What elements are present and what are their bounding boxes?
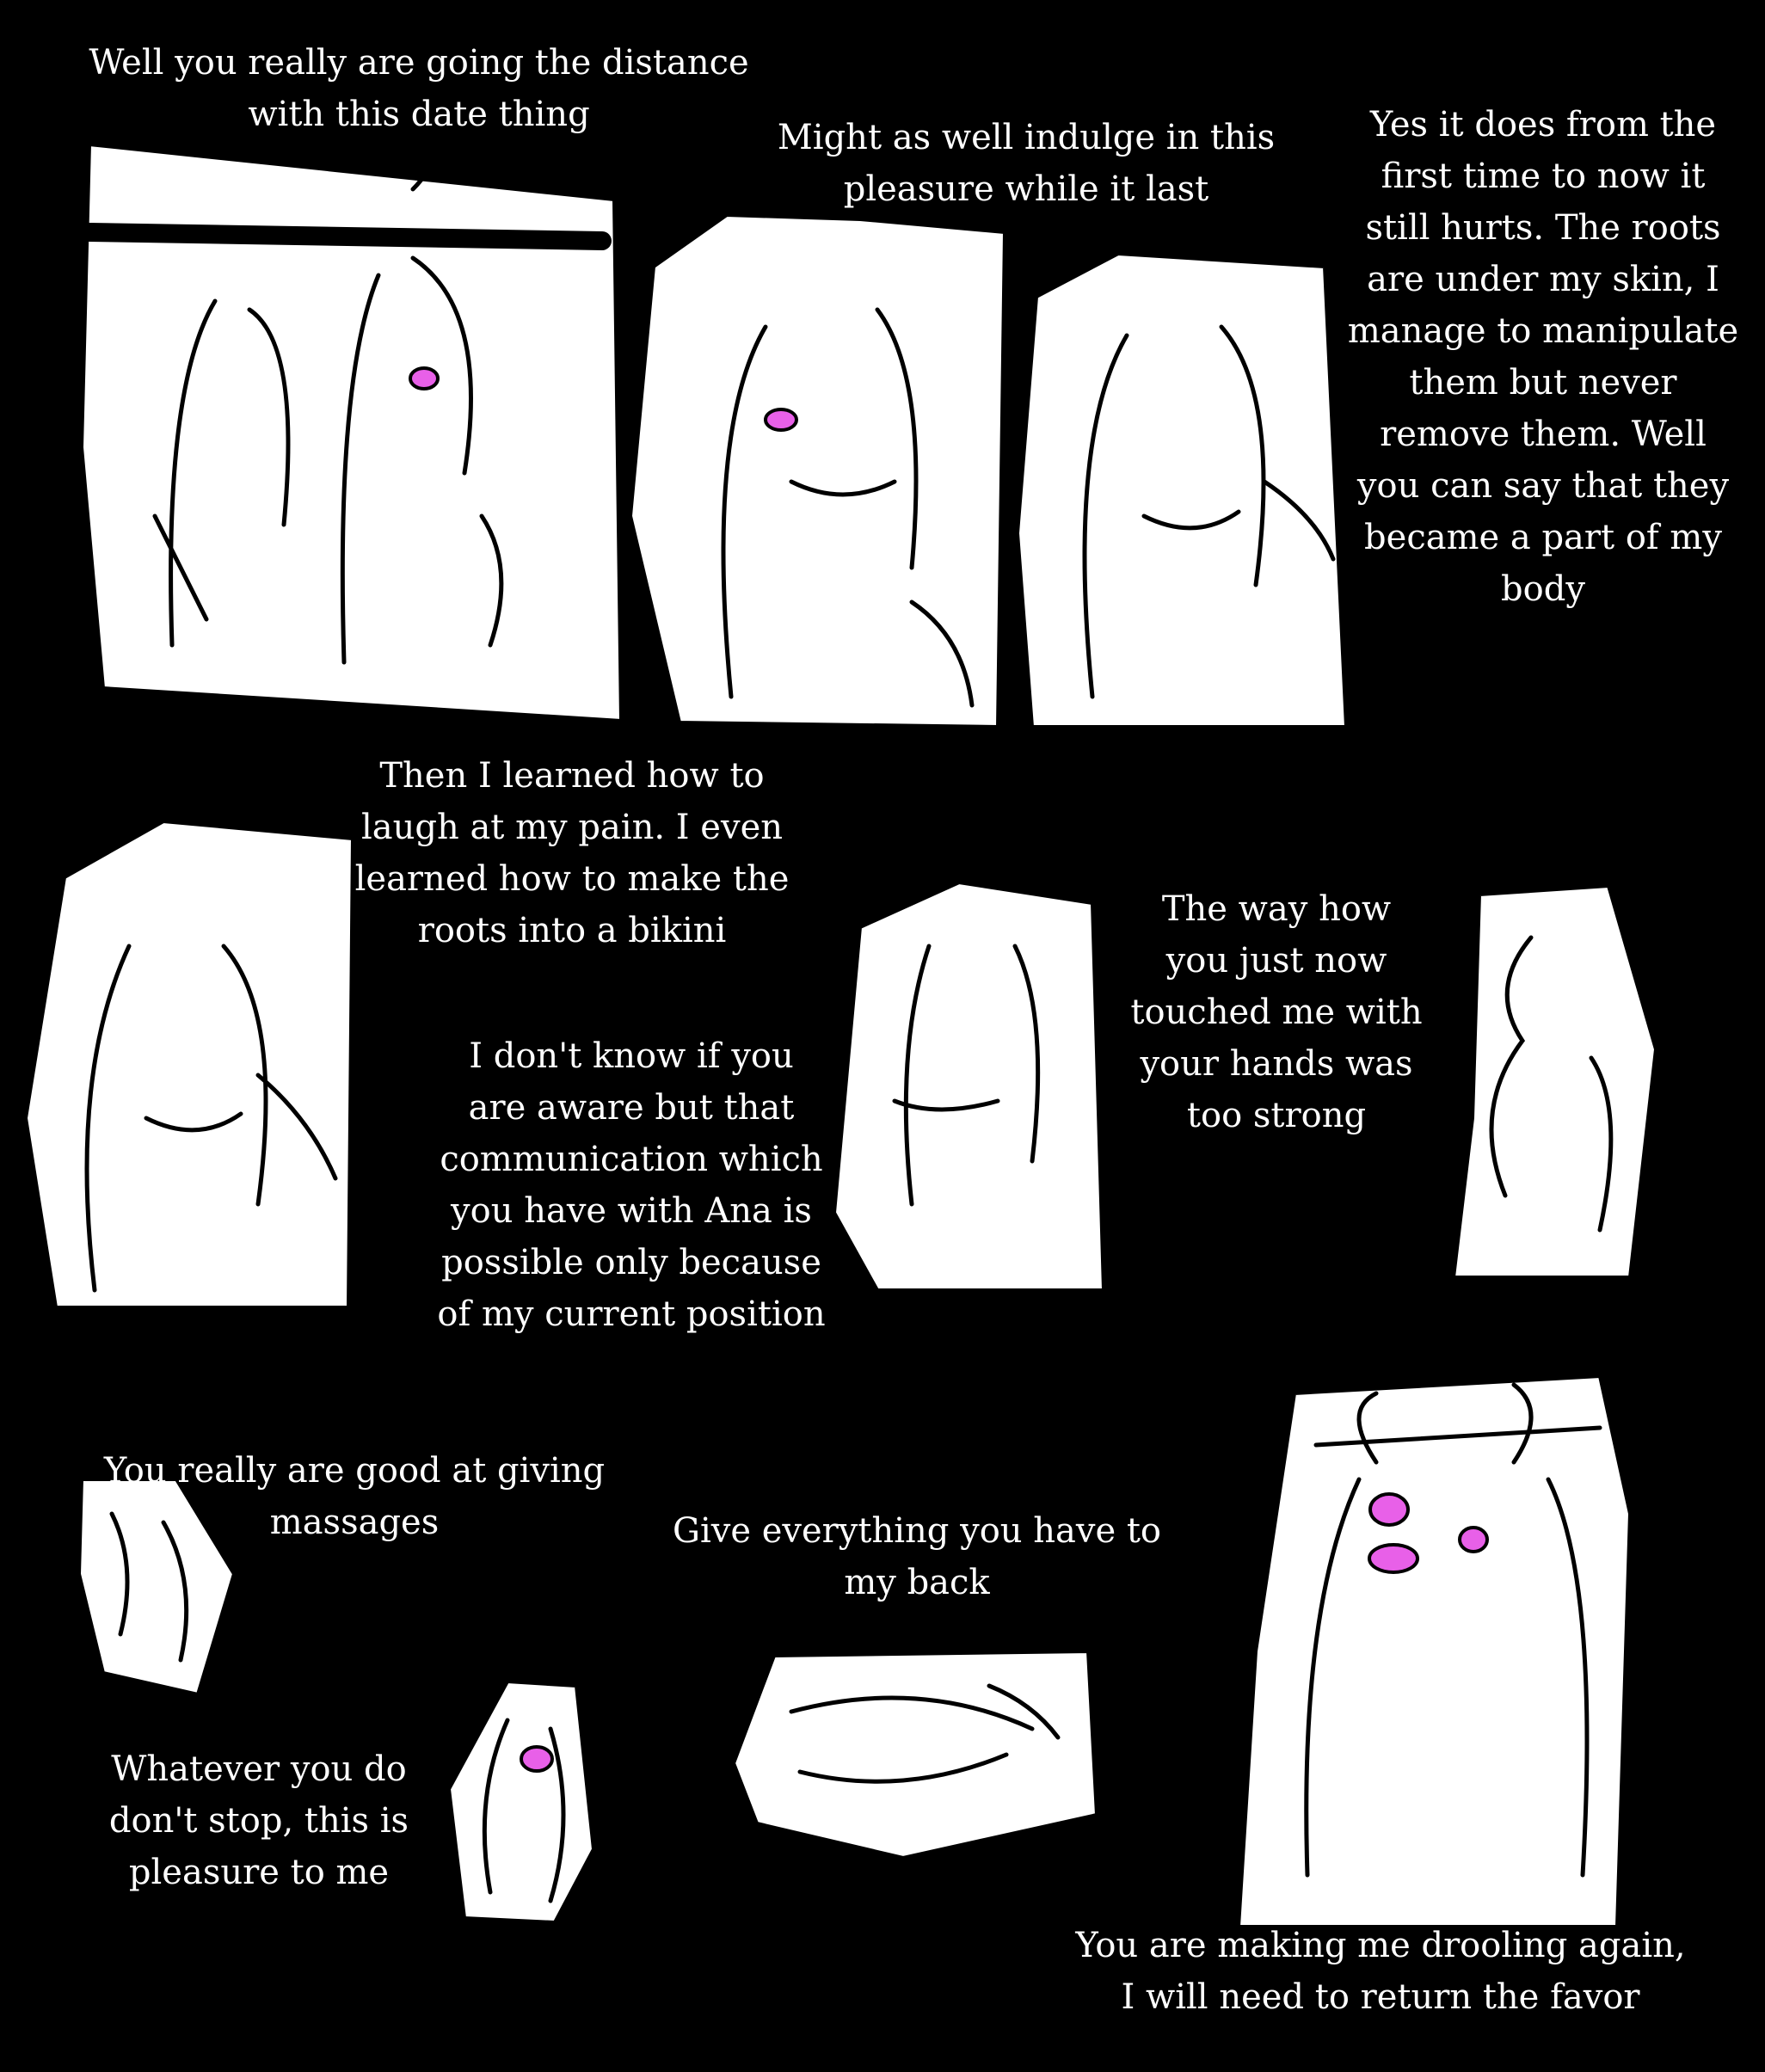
caption-line: laugh at my pain. I even bbox=[360, 808, 784, 847]
panel-5 bbox=[832, 880, 1106, 1292]
caption-line: roots into a bikini bbox=[417, 911, 727, 950]
caption-line: You really are good at giving bbox=[103, 1451, 606, 1491]
caption-line: first time to now it bbox=[1381, 157, 1706, 196]
caption-line: my back bbox=[844, 1563, 990, 1602]
caption-line: Whatever you do bbox=[111, 1749, 407, 1789]
caption-5: I don't know if you are aware but that com… bbox=[437, 1030, 825, 1340]
panel-2 bbox=[628, 212, 1007, 729]
panel-3 bbox=[1015, 251, 1349, 729]
caption-8: Give everything you have to my back bbox=[673, 1505, 1161, 1608]
pink-eye-1 bbox=[409, 366, 440, 390]
caption-line: The way how bbox=[1161, 889, 1392, 929]
caption-line: Yes it does from the bbox=[1369, 105, 1717, 144]
caption-1: Well you really are going the distance wi… bbox=[89, 37, 748, 140]
caption-line: of my current position bbox=[437, 1294, 826, 1334]
caption-line: became a part of my bbox=[1364, 518, 1722, 557]
caption-line: you can say that they bbox=[1356, 466, 1730, 506]
panel-9 bbox=[731, 1649, 1099, 1860]
caption-line: learned how to make the bbox=[354, 859, 790, 899]
caption-line: Well you really are going the distance bbox=[89, 43, 749, 83]
pink-heart-8 bbox=[520, 1745, 554, 1773]
caption-line: too strong bbox=[1186, 1096, 1367, 1135]
caption-line: possible only because bbox=[441, 1243, 821, 1282]
pink-eye-2 bbox=[764, 408, 798, 432]
caption-2: Might as well indulge in this pleasure wh… bbox=[778, 112, 1275, 215]
caption-line: them but never bbox=[1409, 363, 1677, 403]
caption-line: you have with Ana is bbox=[451, 1191, 812, 1231]
caption-line: Give everything you have to bbox=[672, 1511, 1162, 1551]
caption-line: I don't know if you bbox=[469, 1036, 794, 1076]
caption-line: Might as well indulge in this bbox=[777, 118, 1276, 157]
pink-mouth-10 bbox=[1368, 1543, 1419, 1574]
panel-8 bbox=[446, 1679, 596, 1925]
caption-line: you just now bbox=[1165, 941, 1387, 981]
panel-1 bbox=[79, 142, 624, 723]
pink-heart-10a bbox=[1368, 1492, 1410, 1527]
caption-line: are aware but that bbox=[468, 1088, 795, 1128]
caption-line: don't stop, this is bbox=[108, 1801, 409, 1841]
caption-line: pleasure to me bbox=[128, 1853, 390, 1892]
panel-4 bbox=[23, 819, 355, 1309]
caption-line: massages bbox=[269, 1503, 440, 1542]
panel-10 bbox=[1236, 1374, 1633, 1928]
caption-line: manage to manipulate bbox=[1347, 311, 1739, 351]
pink-heart-10b bbox=[1458, 1526, 1489, 1553]
panel-6 bbox=[1451, 883, 1658, 1279]
caption-line: still hurts. The roots bbox=[1365, 208, 1721, 248]
caption-9: Whatever you do don't stop, this is pleasu… bbox=[109, 1743, 409, 1898]
caption-7: You really are good at giving massages bbox=[104, 1445, 605, 1548]
caption-line: You are making me drooling again, bbox=[1075, 1926, 1686, 1965]
caption-line: communication which bbox=[440, 1140, 823, 1179]
caption-line: your hands was bbox=[1140, 1044, 1413, 1084]
caption-line: Then I learned how to bbox=[379, 756, 765, 796]
caption-4: Then I learned how to laugh at my pain. I… bbox=[355, 750, 790, 956]
caption-line: pleasure while it last bbox=[843, 169, 1209, 209]
caption-line: touched me with bbox=[1130, 993, 1423, 1032]
caption-6: The way how you just now touched me with yo… bbox=[1130, 883, 1422, 1141]
caption-line: are under my skin, I bbox=[1367, 260, 1719, 299]
caption-line: I will need to return the favor bbox=[1121, 1977, 1640, 2017]
caption-line: body bbox=[1501, 569, 1585, 609]
caption-10: You are making me drooling again, I will … bbox=[1075, 1920, 1685, 2023]
caption-line: remove them. Well bbox=[1380, 415, 1707, 454]
caption-3: Yes it does from the first time to now it… bbox=[1348, 99, 1738, 615]
caption-line: with this date thing bbox=[248, 95, 590, 134]
